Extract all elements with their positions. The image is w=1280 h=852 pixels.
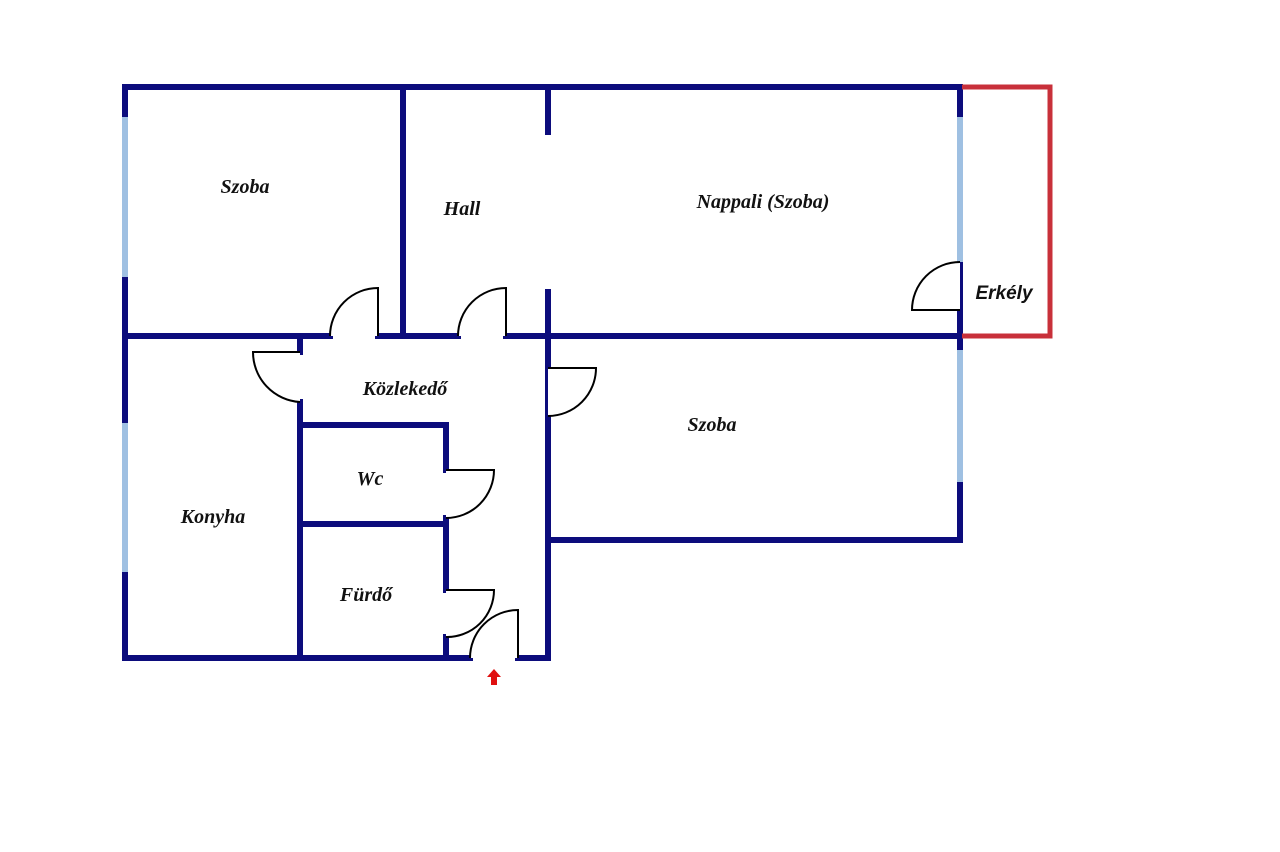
doors	[251, 261, 961, 659]
door-szoba	[329, 286, 379, 337]
room-label-nappali: Nappali (Szoba)	[696, 191, 830, 213]
room-label-szoba: Szoba	[221, 176, 270, 198]
room-label-furdo: Fürdő	[339, 584, 394, 606]
windows	[122, 117, 963, 572]
door-furdo	[445, 589, 496, 639]
door-szoba-2	[547, 367, 598, 417]
door-entrance	[469, 608, 519, 659]
arrow-up-icon	[487, 669, 501, 685]
room-label-szoba-2: Szoba	[688, 414, 737, 436]
balcony-outline	[962, 84, 1053, 339]
door-erkely	[910, 261, 961, 311]
door-hall	[457, 286, 507, 337]
door-konyha	[251, 351, 301, 403]
room-label-erkely: Erkély	[975, 283, 1033, 304]
room-label-kozlekedo: Közlekedő	[362, 378, 449, 400]
room-label-hall: Hall	[443, 198, 481, 220]
room-label-wc: Wc	[357, 468, 384, 490]
room-label-konyha: Konyha	[180, 506, 245, 528]
door-wc	[445, 469, 496, 519]
walls	[122, 84, 963, 661]
